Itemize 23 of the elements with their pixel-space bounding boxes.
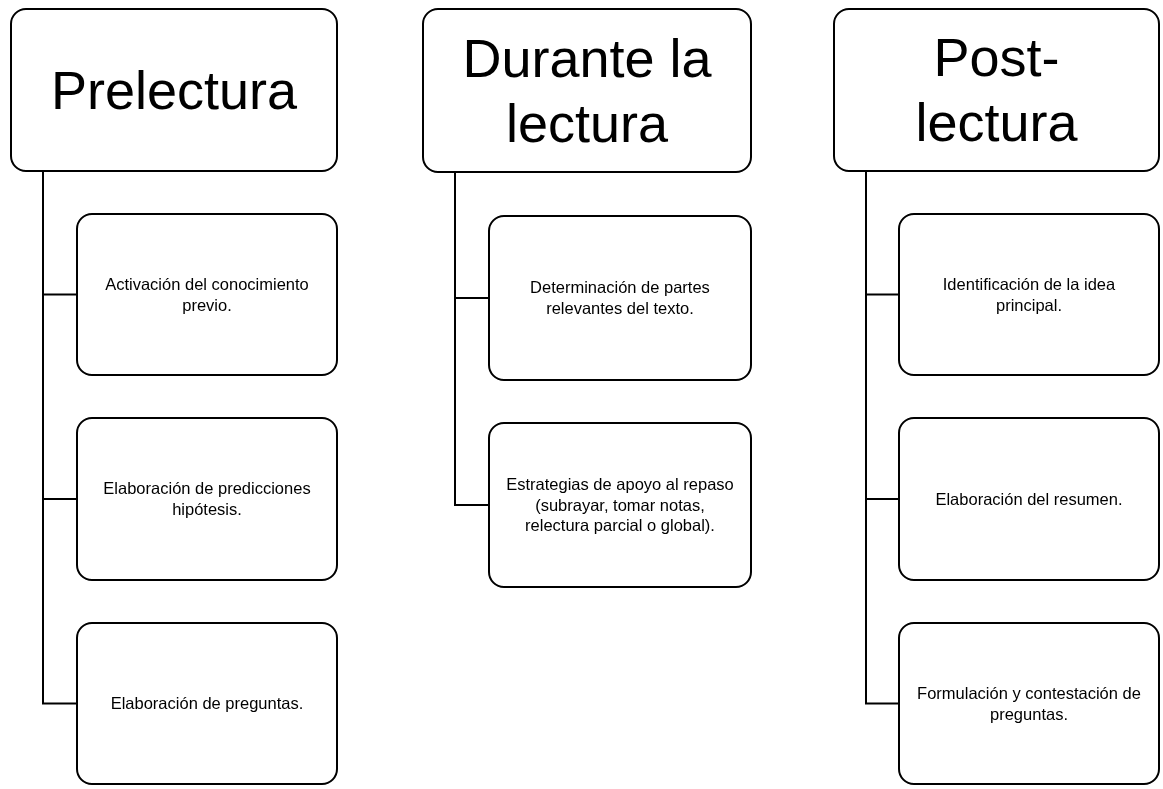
step-box — [76, 417, 338, 581]
step-text: Activación del conocimiento previo. — [104, 273, 310, 316]
phase-box — [833, 8, 1160, 172]
step-text: Estrategias de apoyo al repaso (subrayar, tomar notas, relectura parcial o global). — [505, 474, 735, 536]
step-box — [898, 213, 1160, 376]
step-text: Elaboración de preguntas. — [110, 693, 304, 714]
step-text: Determinación de partes relevantes del texto. — [529, 277, 711, 319]
connector-line — [454, 172, 489, 506]
step-text: Identificación de la idea principal. — [941, 273, 1117, 316]
phase-box — [422, 8, 752, 173]
phase-title: Prelectura — [50, 58, 298, 122]
step-box — [488, 422, 752, 588]
step-text: Elaboración del resumen. — [935, 488, 1123, 510]
step-box — [898, 622, 1160, 785]
step-box — [488, 215, 752, 381]
step-text: Formulación y contestación de preguntas. — [916, 682, 1142, 725]
phase-title: Post- lectura — [914, 26, 1079, 154]
step-box — [76, 213, 338, 376]
phase-box — [10, 8, 338, 172]
step-text: Elaboración de predicciones hipótesis. — [102, 478, 312, 520]
step-box — [898, 417, 1160, 581]
step-box — [76, 622, 338, 785]
phase-title: Durante la lectura — [461, 26, 713, 155]
